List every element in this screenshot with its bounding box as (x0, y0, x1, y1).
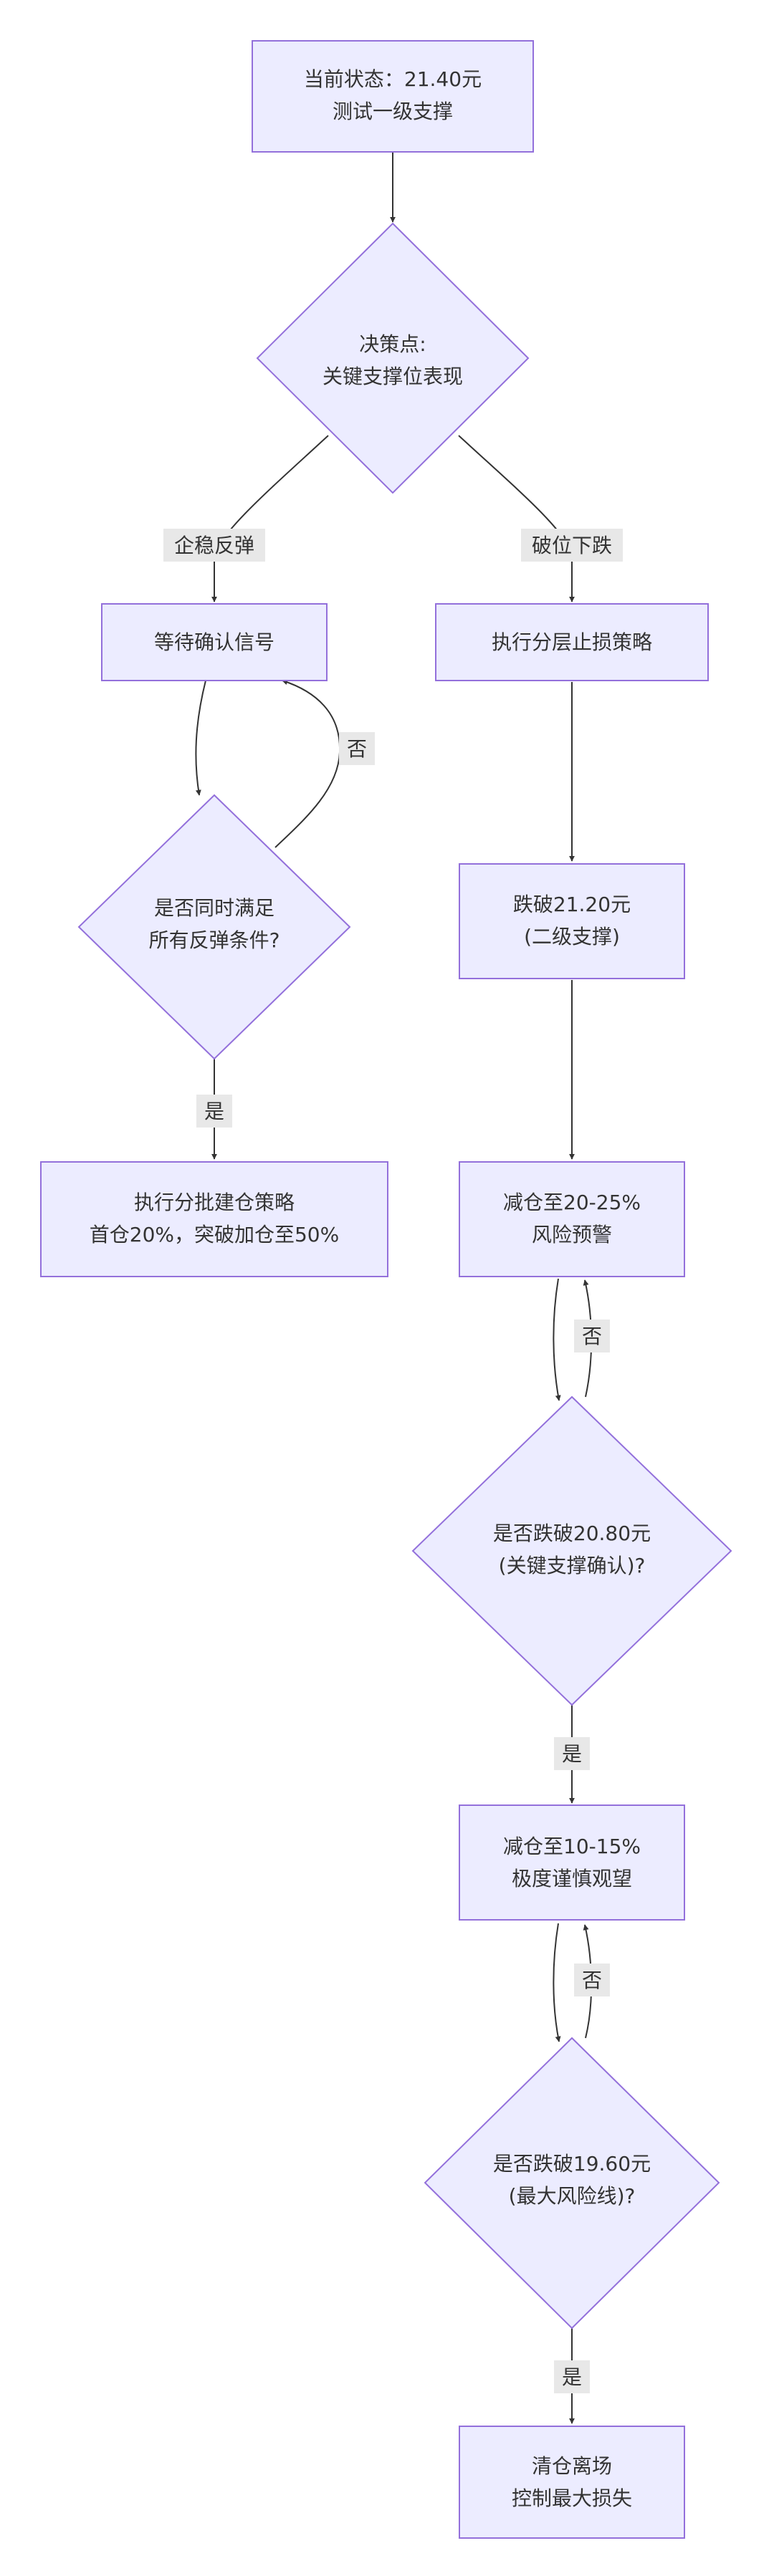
edge-decision-to-stoploss (458, 435, 575, 602)
nodes: 当前状态：21.40元 测试一级支撑 决策点: 关键支撑位表现 等待确认信号 是… (40, 40, 732, 2539)
node-check-1960: 是否跌破19.60元 (最大风险线)? (424, 2037, 720, 2330)
edge-label-no-rebound: 否 (339, 732, 375, 765)
edge-wait-to-check-rebound (195, 680, 206, 796)
node-current-state-line1: 当前状态：21.40元 (304, 67, 482, 91)
edge-reduce10-to-check1960 (553, 1923, 561, 2042)
node-current-state-line2: 测试一级支撑 (333, 100, 453, 123)
node-build-position: 执行分批建仓策略 首仓20%，突破加仓至50% (40, 1161, 388, 1277)
node-break-2120: 跌破21.20元 (二级支撑) (459, 863, 685, 979)
node-stop-loss: 执行分层止损策略 (435, 603, 709, 681)
edge-label-stabilize-text: 企稳反弹 (174, 534, 254, 557)
edge-reduce20-to-check2080 (553, 1278, 561, 1401)
node-clear-position: 清仓离场 控制最大损失 (459, 2426, 685, 2539)
node-wait-confirmation: 等待确认信号 (101, 603, 328, 681)
node-reduce-10-line2: 极度谨慎观望 (512, 1867, 632, 1890)
node-reduce-20: 减仓至20-25% 风险预警 (459, 1161, 685, 1277)
node-build-position-line1: 执行分批建仓策略 (134, 1191, 295, 1214)
node-clear-position-line2: 控制最大损失 (512, 2486, 632, 2510)
edge-label-no-2080: 否 (574, 1320, 610, 1352)
node-check-rebound-line1: 是否同时满足 (154, 896, 274, 920)
node-break-2120-line1: 跌破21.20元 (513, 893, 631, 916)
edge-check-rebound-to-wait (274, 679, 341, 848)
edge-label-yes-rebound: 是 (196, 1095, 232, 1128)
node-check-2080-line2: (关键支撑确认)? (499, 1554, 646, 1577)
node-break-2120-line2: (二级支撑) (524, 925, 620, 948)
node-reduce-10: 减仓至10-15% 极度谨慎观望 (459, 1804, 685, 1921)
node-current-state: 当前状态：21.40元 测试一级支撑 (252, 40, 534, 153)
node-check-1960-line2: (最大风险线)? (509, 2184, 636, 2208)
edge-label-no-1960-text: 否 (582, 1969, 602, 1992)
node-reduce-10-line1: 减仓至10-15% (503, 1835, 641, 1858)
edge-label-yes-2080: 是 (554, 1737, 590, 1770)
node-check-rebound-line2: 所有反弹条件? (149, 928, 280, 952)
edge-label-no-rebound-text: 否 (347, 737, 367, 761)
node-clear-position-line1: 清仓离场 (532, 2454, 612, 2478)
edge-labels: 企稳反弹 破位下跌 否 是 否 是 否 是 (163, 529, 623, 2393)
edge-decision-to-wait (211, 435, 329, 602)
node-reduce-20-line1: 减仓至20-25% (503, 1191, 641, 1214)
node-check-2080-line1: 是否跌破20.80元 (493, 1522, 651, 1545)
edge-label-no-2080-text: 否 (582, 1325, 602, 1348)
edge-label-yes-2080-text: 是 (562, 1742, 582, 1766)
edge-label-yes-1960-text: 是 (562, 2365, 582, 2389)
edge-label-yes-rebound-text: 是 (204, 1100, 224, 1123)
node-build-position-line2: 首仓20%，突破加仓至50% (90, 1223, 339, 1246)
node-decision-point-line1: 决策点: (359, 332, 426, 356)
node-reduce-20-line2: 风险预警 (532, 1223, 612, 1246)
node-decision-point-line2: 关键支撑位表现 (323, 365, 463, 388)
node-wait-confirmation-line1: 等待确认信号 (154, 630, 274, 654)
node-check-2080: 是否跌破20.80元 (关键支撑确认)? (411, 1395, 732, 1706)
node-check-1960-line1: 是否跌破19.60元 (493, 2152, 651, 2176)
edge-label-breakdown: 破位下跌 (521, 529, 623, 562)
edge-label-yes-1960: 是 (554, 2360, 590, 2393)
node-decision-point: 决策点: 关键支撑位表现 (256, 222, 530, 494)
edge-label-breakdown-text: 破位下跌 (532, 534, 612, 557)
edge-label-no-1960: 否 (574, 1964, 610, 1996)
node-check-rebound: 是否同时满足 所有反弹条件? (77, 794, 351, 1060)
node-stop-loss-line1: 执行分层止损策略 (492, 630, 652, 654)
edge-label-stabilize: 企稳反弹 (163, 529, 265, 562)
